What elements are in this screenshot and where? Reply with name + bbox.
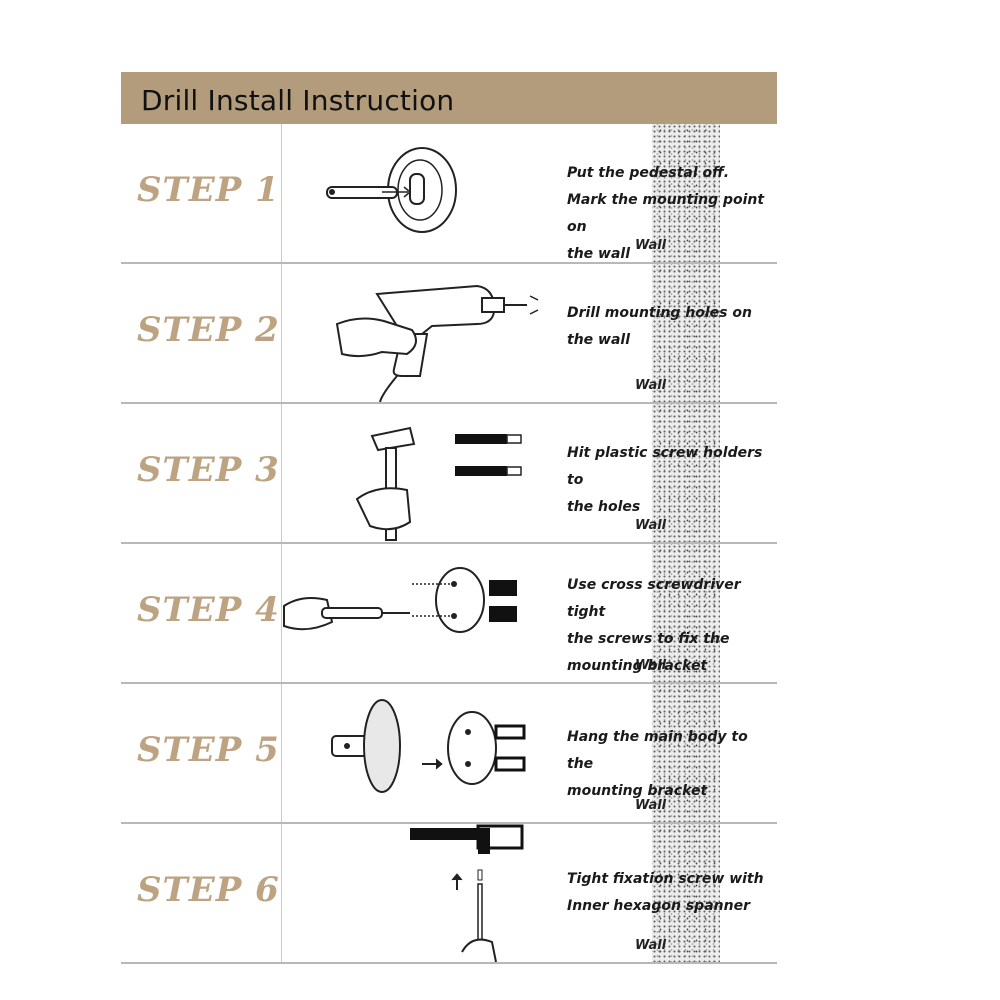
wall-label: Wall [635, 378, 667, 393]
step-description: Put the pedestal off. Mark the mounting … [567, 165, 765, 262]
step-row-6: STEP 6 Wall Tight fixation screw with [121, 824, 777, 964]
wall-label: Wall [635, 658, 667, 673]
step-description: Use cross screwdriver tight the screws t… [567, 577, 741, 674]
wall-tag-icon [282, 404, 559, 542]
wall-texture [652, 264, 720, 402]
step-label: STEP 3 [137, 450, 280, 490]
step-row-1: STEP 1 Wall Put the pedestal off. Mark t… [121, 124, 777, 264]
wall-label: Wall [635, 518, 667, 533]
step-description: Drill mounting holes on the wall [567, 305, 752, 348]
step-label: STEP 1 [137, 170, 280, 210]
mounting-point-illustration [326, 147, 457, 233]
hex-spanner-illustration [410, 824, 524, 962]
wall-label: Wall [635, 238, 667, 253]
screwdriver-illustration [283, 567, 517, 633]
step-row-3: STEP 3 Wall Hit plastic screw holders to… [121, 404, 777, 544]
step-row-4: STEP 4 Wall Use cross scr [121, 544, 777, 684]
wall-tag-icon [282, 824, 559, 962]
step-1-illustration: Wall [282, 124, 720, 262]
wall-texture [652, 684, 720, 822]
step-2-illustration: Wall [282, 264, 720, 402]
step-4-illustration: Wall [282, 544, 720, 682]
step-description: Tight fixation screw with Inner hexagon … [567, 871, 764, 914]
step-description: Hit plastic screw holders to the holes [567, 445, 763, 515]
step-label: STEP 6 [137, 870, 280, 910]
instruction-table: STEP 1 Wall Put the pedestal off. Mark t… [121, 124, 777, 966]
wall-label: Wall [635, 938, 667, 953]
step-row-5: STEP 5 Wall Hang the main [121, 684, 777, 824]
step-label: STEP 4 [137, 590, 280, 630]
drill-illustration [335, 284, 539, 402]
page-title: Drill Install Instruction [141, 84, 455, 117]
title-banner: Drill Install Instruction [121, 72, 777, 124]
wall-texture [652, 544, 720, 682]
hammer-illustration [355, 426, 522, 541]
step-description: Hang the main body to the mounting brack… [567, 729, 748, 799]
step-label: STEP 2 [137, 310, 280, 350]
wall-tag-icon [282, 264, 559, 402]
wall-label: Wall [635, 798, 667, 813]
step-label: STEP 5 [137, 730, 280, 770]
step-5-illustration: Wall [282, 684, 720, 822]
step-6-illustration: Wall [282, 824, 720, 962]
wall-tag-icon [282, 684, 559, 822]
step-3-illustration: Wall [282, 404, 720, 542]
wall-tag-icon [282, 124, 559, 262]
hang-body-illustration [331, 699, 526, 793]
wall-texture [652, 824, 720, 962]
wall-texture [652, 124, 720, 262]
wall-texture [652, 404, 720, 542]
wall-tag-icon [282, 544, 559, 682]
step-row-2: STEP 2 Wall Drill mounting holes on the … [121, 264, 777, 404]
